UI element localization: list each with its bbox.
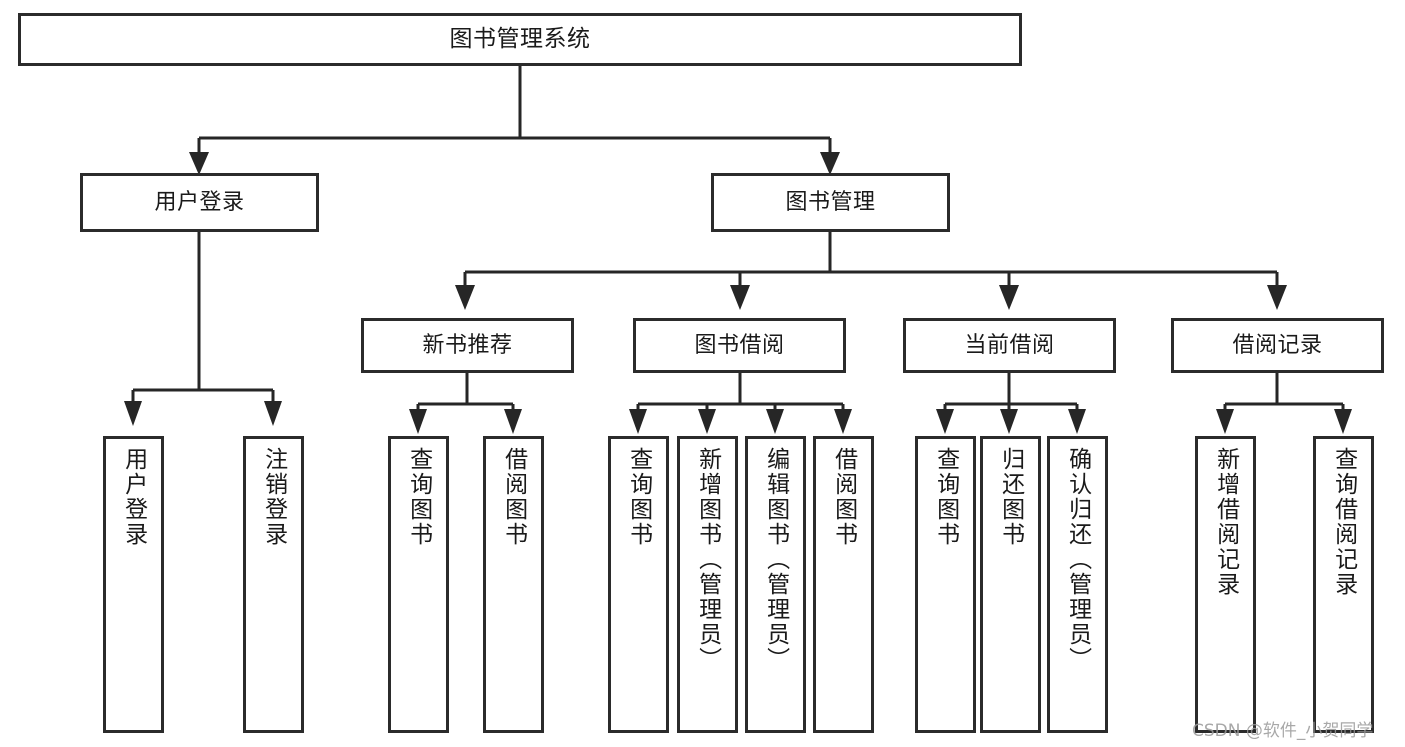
leaf-borrow-book-label: 借阅图书 <box>830 447 857 547</box>
leaf-query-book-borrow-label: 查询图书 <box>625 447 652 547</box>
leaf-add-borrow-record-label: 新增借阅记录 <box>1212 447 1239 597</box>
connector-records-to-leaves <box>1216 373 1352 434</box>
leaf-return-book-label: 归还图书 <box>997 447 1024 547</box>
connector-current-to-leaves <box>936 373 1086 434</box>
leaf-return-book[interactable]: 归还图书 <box>980 436 1041 733</box>
connector-bookmgmt-to-level2 <box>455 232 1287 310</box>
connector-newbook-to-leaves <box>409 373 522 434</box>
leaf-query-borrow-record-label: 查询借阅记录 <box>1330 447 1357 597</box>
leaf-add-book-admin-label: 新增图书（管理员） <box>694 447 721 672</box>
connector-borrow-to-leaves <box>629 373 852 434</box>
leaf-confirm-return-admin[interactable]: 确认归还（管理员） <box>1047 436 1108 733</box>
leaf-user-login-label: 用户登录 <box>120 447 147 547</box>
node-book-management-label: 图书管理 <box>785 189 876 215</box>
connector-userlogin-to-leaves <box>124 232 282 426</box>
node-user-login-label: 用户登录 <box>154 189 245 215</box>
leaf-user-login[interactable]: 用户登录 <box>103 436 164 733</box>
node-book-management[interactable]: 图书管理 <box>711 173 950 232</box>
node-root-label: 图书管理系统 <box>449 25 591 52</box>
leaf-edit-book-admin[interactable]: 编辑图书（管理员） <box>745 436 806 733</box>
leaf-query-borrow-record[interactable]: 查询借阅记录 <box>1313 436 1374 733</box>
leaf-query-book-current-label: 查询图书 <box>932 447 959 547</box>
node-borrow-records[interactable]: 借阅记录 <box>1171 318 1384 373</box>
leaf-borrow-book-recommend-label: 借阅图书 <box>500 447 527 547</box>
leaf-borrow-book-recommend[interactable]: 借阅图书 <box>483 436 544 733</box>
leaf-logout[interactable]: 注销登录 <box>243 436 304 733</box>
node-new-book-recommend[interactable]: 新书推荐 <box>361 318 574 373</box>
leaf-query-book-recommend-label: 查询图书 <box>405 447 432 547</box>
leaf-query-book-borrow[interactable]: 查询图书 <box>608 436 669 733</box>
node-book-borrow[interactable]: 图书借阅 <box>633 318 846 373</box>
csdn-watermark: CSDN @软件_小贺同学 <box>1192 721 1374 741</box>
leaf-confirm-return-admin-label: 确认归还（管理员） <box>1064 447 1091 672</box>
leaf-edit-book-admin-label: 编辑图书（管理员） <box>762 447 789 672</box>
leaf-logout-label: 注销登录 <box>260 447 287 547</box>
leaf-query-book-recommend[interactable]: 查询图书 <box>388 436 449 733</box>
node-book-borrow-label: 图书借阅 <box>694 332 785 358</box>
leaf-query-book-current[interactable]: 查询图书 <box>915 436 976 733</box>
leaf-borrow-book[interactable]: 借阅图书 <box>813 436 874 733</box>
node-root[interactable]: 图书管理系统 <box>18 13 1022 66</box>
node-current-borrow[interactable]: 当前借阅 <box>903 318 1116 373</box>
node-current-borrow-label: 当前借阅 <box>964 332 1055 358</box>
node-user-login[interactable]: 用户登录 <box>80 173 319 232</box>
node-borrow-records-label: 借阅记录 <box>1232 332 1323 358</box>
node-new-book-recommend-label: 新书推荐 <box>422 332 513 358</box>
leaf-add-borrow-record[interactable]: 新增借阅记录 <box>1195 436 1256 733</box>
connector-root-to-level1 <box>189 66 840 175</box>
leaf-add-book-admin[interactable]: 新增图书（管理员） <box>677 436 738 733</box>
